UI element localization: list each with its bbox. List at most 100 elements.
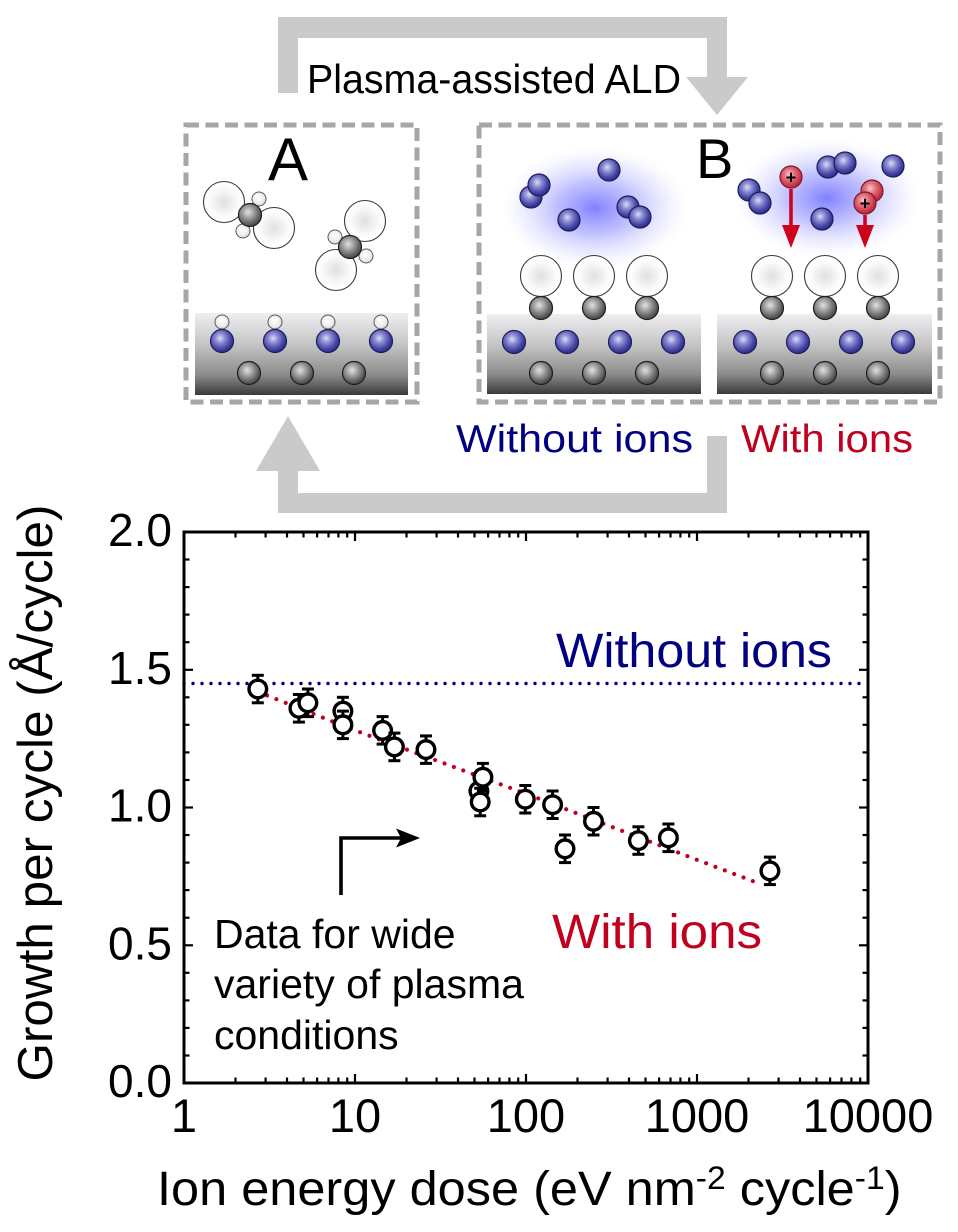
x-axis-label-text: Ion energy dose (eV nm (157, 1162, 696, 1216)
data-marker (469, 791, 491, 813)
small-white-atom (251, 191, 267, 207)
small-white-atom (320, 314, 336, 330)
blue-atom (209, 328, 235, 354)
small-white-atom (373, 314, 389, 330)
data-marker (383, 736, 405, 758)
data-point (657, 822, 679, 854)
y-tick-label: 0.5 (108, 917, 172, 969)
data-marker (472, 766, 494, 788)
data-point (383, 731, 405, 763)
y-tick-label: 1.5 (108, 642, 172, 694)
blue-atom (554, 329, 580, 355)
panel-b-without-ions-atoms (497, 144, 693, 386)
with-ions-trend-line (255, 689, 765, 887)
plasma-radical-atom (597, 158, 621, 182)
data-point (469, 786, 491, 818)
large-white-atom (803, 254, 847, 298)
data-marker (627, 830, 649, 852)
surface-group (572, 254, 616, 321)
panel-b-with-ions: ++ (717, 136, 932, 394)
surface-group (315, 314, 341, 354)
plasma-radical-atom (557, 208, 581, 232)
ion: + (853, 191, 877, 215)
plasma-radical-atom (748, 191, 772, 215)
annotation-note-line: conditions (214, 1012, 399, 1058)
small-white-atom (358, 248, 374, 264)
panel-a-label: A (268, 126, 308, 193)
blue-atom (838, 329, 864, 355)
large-white-atom (252, 206, 296, 250)
ion-plus-icon: + (786, 167, 797, 187)
x-axis-label-text: cycle (726, 1162, 855, 1216)
panel-a: A (183, 122, 420, 405)
data-marker (657, 827, 679, 849)
gray-atom (865, 295, 891, 321)
bent-arrow-shaft (339, 836, 402, 895)
data-point (247, 673, 269, 705)
panel-b: ++ B (476, 122, 943, 405)
plasma-radical-atom (810, 207, 834, 231)
large-white-atom (625, 254, 669, 298)
large-white-atom (856, 254, 900, 298)
gray-atom (634, 295, 660, 321)
data-marker (583, 810, 605, 832)
ald-cycle-diagram: Plasma-assisted ALD A ++ B Without ions … (183, 17, 943, 513)
surface-group (519, 254, 563, 321)
gray-atom (528, 360, 554, 386)
ion-trajectory-arrow-icon (856, 215, 874, 248)
data-marker (554, 838, 576, 860)
data-marker (759, 860, 781, 882)
surface-group (209, 314, 235, 354)
gray-atom (759, 360, 785, 386)
series-points (247, 673, 781, 887)
gray-atom (237, 202, 263, 228)
data-point (372, 715, 394, 746)
small-white-atom (214, 314, 230, 330)
panel-b-label: B (696, 127, 733, 190)
surface-group (803, 254, 847, 321)
panel-b-without-ions (487, 144, 701, 394)
data-point (554, 833, 576, 865)
large-white-atom (343, 199, 387, 243)
data-marker (415, 739, 437, 761)
blue-atom (890, 329, 916, 355)
x-tick-label: 10000 (803, 1089, 934, 1142)
data-point (627, 825, 649, 856)
x-tick-label: 10 (329, 1089, 381, 1142)
ion-plus-icon: + (860, 193, 871, 213)
x-tick-label: 100 (487, 1089, 565, 1142)
surface-group (856, 254, 900, 321)
plasma-glow (497, 144, 693, 272)
small-white-atom (267, 314, 283, 330)
small-white-atom (327, 229, 343, 245)
data-point (415, 734, 437, 765)
cycle-arrow-bottom-icon (256, 416, 727, 513)
ion-trajectory-arrow-icon (782, 189, 800, 248)
data-point (583, 806, 605, 837)
plasma-radical-atom (628, 205, 652, 229)
data-marker (372, 719, 394, 741)
surface-group (750, 254, 794, 321)
blue-atom (660, 329, 686, 355)
surface-group (368, 314, 394, 354)
y-tick-label: 0.0 (108, 1055, 172, 1107)
cycle-label: Plasma-assisted ALD (307, 56, 681, 102)
large-white-atom (202, 180, 246, 224)
gray-atom (759, 295, 785, 321)
positive-ion (779, 165, 803, 189)
data-point (759, 855, 781, 887)
annotation-note-line: Data for wide (214, 911, 456, 957)
large-white-atom (750, 254, 794, 298)
blue-atom (262, 328, 288, 354)
gray-atom (812, 295, 838, 321)
surface-group (262, 314, 288, 354)
x-axis-label: Ion energy dose (eV nm-2 cycle-1) (157, 1160, 902, 1216)
panel-a-border (183, 122, 420, 405)
x-axis-label-text: ) (885, 1162, 902, 1216)
x-tick-label: 1000 (645, 1089, 750, 1142)
blue-atom (785, 329, 811, 355)
blue-atom (732, 329, 758, 355)
large-white-atom (519, 254, 563, 298)
data-marker (297, 692, 319, 714)
